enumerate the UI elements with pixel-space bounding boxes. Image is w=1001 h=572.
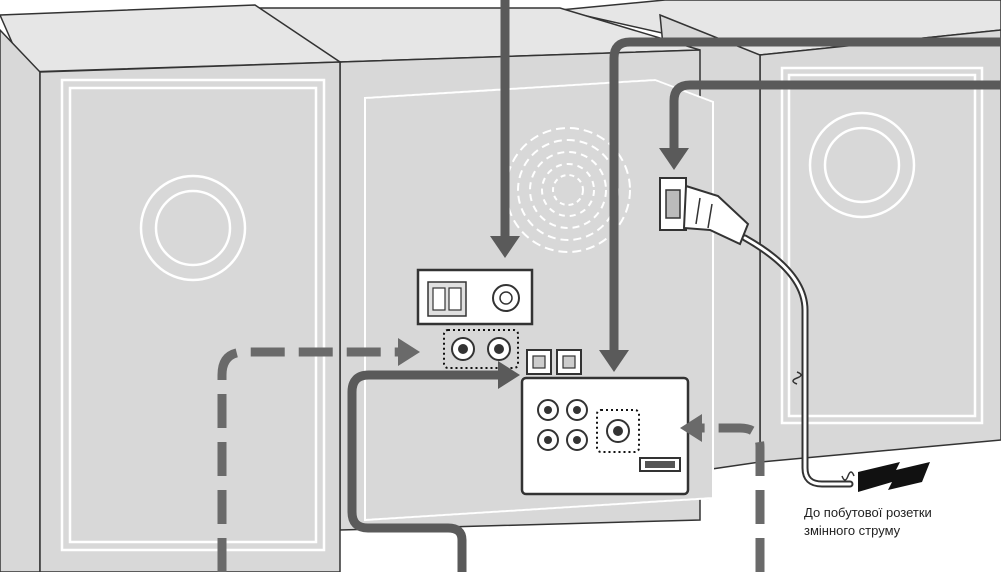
outlet-direction-arrow bbox=[858, 462, 930, 492]
ac-inlet bbox=[660, 178, 686, 230]
left-speaker bbox=[0, 5, 340, 572]
ac-outlet-caption: До побутової розетки змінного струму bbox=[804, 504, 999, 540]
ac-outlet-caption-line1: До побутової розетки bbox=[804, 504, 999, 522]
ac-outlet-caption-line2: змінного струму bbox=[804, 522, 999, 540]
antenna-terminal-block bbox=[418, 270, 532, 324]
av-output-panel bbox=[522, 378, 688, 494]
